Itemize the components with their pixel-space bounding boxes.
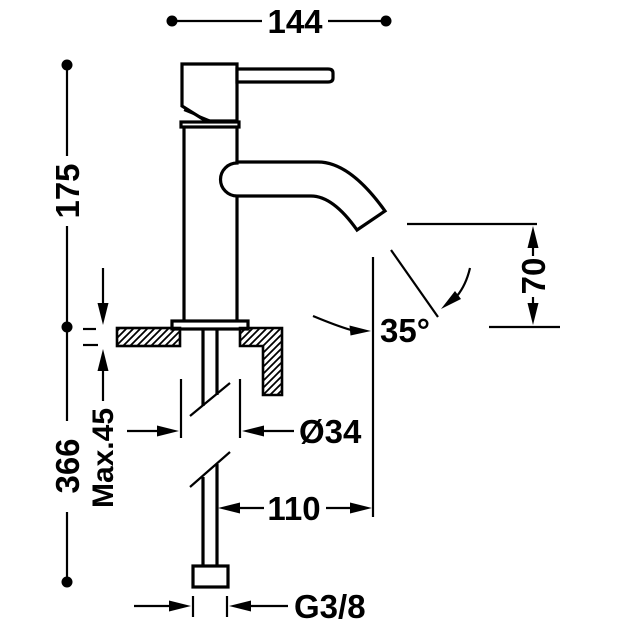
dimension-spout-height: 70 <box>407 222 560 329</box>
faucet-body <box>170 62 388 589</box>
countertop-section-right <box>238 326 284 397</box>
dim-label-height-above-deck: 175 <box>49 163 86 218</box>
break-line-lower <box>189 451 231 488</box>
arrowhead-right <box>349 325 371 336</box>
angle-reference-line <box>390 249 439 318</box>
dim-label-spout-projection: 110 <box>267 490 320 527</box>
base-plate <box>170 319 250 331</box>
break-line-upper <box>189 382 231 417</box>
dim-end-dot <box>61 59 73 71</box>
dimension-body-diameter: Ø34 <box>127 379 362 450</box>
arrowhead-up <box>527 226 539 248</box>
arrowhead-up <box>97 349 109 371</box>
dim-label-spout-height: 70 <box>515 258 552 295</box>
dimension-spout-projection: 110 <box>218 490 372 527</box>
arrowhead-right <box>157 425 179 437</box>
angle-arc-left <box>312 314 352 332</box>
body-collar <box>179 120 241 129</box>
spout <box>218 160 388 233</box>
dimension-spout-angle: 35° <box>312 249 472 517</box>
arrowhead-left <box>218 502 240 514</box>
countertop-section-left <box>115 326 182 348</box>
arrowhead-right <box>169 600 191 612</box>
dim-label-spout-angle: 35° <box>380 312 430 349</box>
inlet-nut <box>191 564 230 589</box>
dim-end-dot <box>61 321 73 333</box>
dimension-max-deck-thickness: Max.45 <box>83 268 120 508</box>
handle-head-seam <box>183 108 212 123</box>
countertop-section <box>115 326 284 397</box>
dim-label-body-diameter: Ø34 <box>299 413 362 450</box>
dimension-inlet-thread: G3/8 <box>134 588 366 625</box>
arrowhead-down <box>97 303 109 325</box>
arrowhead-right <box>350 502 372 514</box>
dim-end-dot <box>166 15 178 27</box>
arrowhead-left <box>242 425 264 437</box>
dimension-height-above-deck: 175 <box>49 59 86 333</box>
arrowhead-down <box>527 303 539 325</box>
dim-label-total-width: 144 <box>267 3 323 40</box>
angle-arc-right <box>456 267 472 297</box>
dim-end-dot <box>380 15 392 27</box>
handle-lever <box>235 67 335 84</box>
dim-label-max-deck-thickness: Max.45 <box>87 408 120 508</box>
dim-end-dot <box>61 576 73 588</box>
dim-label-total-height: 366 <box>49 438 86 493</box>
dimension-total-height: 366 <box>49 332 86 588</box>
dimension-total-width: 144 <box>166 3 392 40</box>
arrowhead-down-left <box>441 291 461 309</box>
dim-label-inlet-thread: G3/8 <box>294 588 366 625</box>
arrowhead-left <box>229 600 251 612</box>
